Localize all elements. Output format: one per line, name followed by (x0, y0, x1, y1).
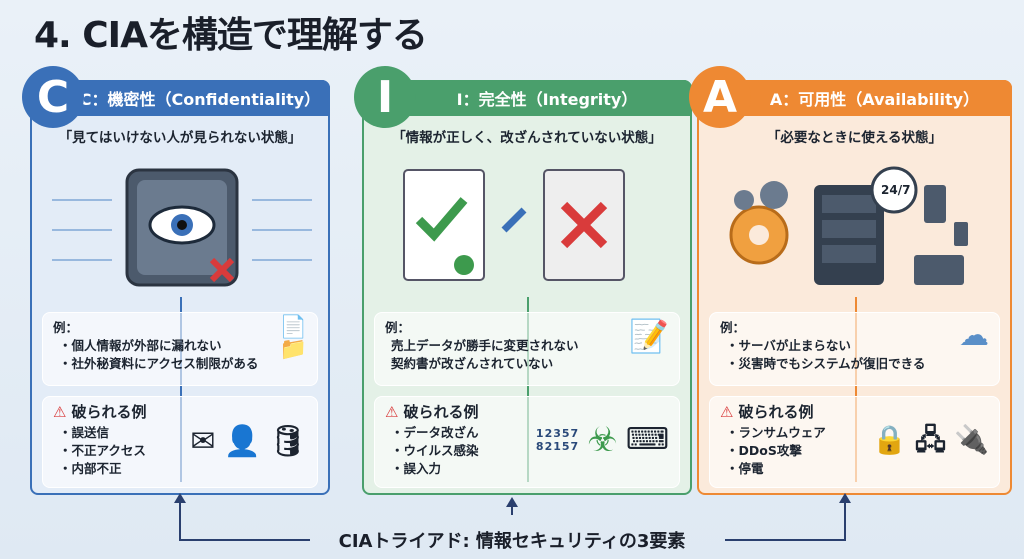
breach-item: ・誤入力 (391, 461, 442, 476)
breach-examples-box: ⚠破られる例 ・データ改ざん ・ウイルス感染 ・誤入力 12357 82157 … (374, 396, 680, 488)
letter-badge: A (689, 66, 751, 128)
examples-box: 例： ・サーバが止まらない ・災害時でもシステムが復旧できる ☁ (709, 312, 1000, 386)
examples-box: 例： 売上データが勝手に変更されない 契約書が改ざんされていない 📝 (374, 312, 680, 386)
example-item: 契約書が改ざんされていない (391, 356, 554, 371)
warning-icon: ⚠ (53, 403, 67, 421)
breach-item: ・不正アクセス (59, 443, 146, 458)
confidentiality-card: C：機密性（Confidentiality） C 「見てはいけない人が見られない… (22, 66, 330, 495)
breach-item: ・ランサムウェア (726, 425, 826, 440)
breach-label: 破られる例 (71, 403, 147, 421)
breach-item: ・誤送信 (59, 425, 110, 440)
examples-box: 例： ・個人情報が外部に漏れない ・社外秘資料にアクセス制限がある 📄 📁 (42, 312, 318, 386)
letter-badge: C (22, 66, 84, 128)
example-item: 売上データが勝手に変更されない (391, 338, 579, 353)
breach-examples-box: ⚠破られる例 ・ランサムウェア ・DDoS攻撃 ・停電 🔒 🖧 🔌 (709, 396, 1000, 488)
documents-illustration (364, 160, 690, 300)
contract-pen-icon: 📝 (629, 317, 669, 355)
breach-item: ・データ改ざん (391, 425, 479, 440)
breach-item: ・DDoS攻撃 (726, 443, 802, 458)
warning-icon: ⚠ (720, 403, 734, 421)
example-item: ・個人情報が外部に漏れない (59, 338, 222, 353)
server-gears-icon (729, 166, 968, 285)
breach-label: 破られる例 (738, 403, 814, 421)
card-title: C：機密性（Confidentiality） (79, 90, 321, 109)
locked-folder-icon: 📁 (279, 337, 307, 362)
breach-item: ・ウイルス感染 (391, 443, 479, 458)
connector-line (854, 297, 857, 482)
availability-card: A：可用性（Availability） A 「必要なときに使える状態」 24/7… (689, 66, 1012, 495)
hacker-icon: 👤 (223, 424, 261, 459)
database-hand-icon: 🛢 (268, 424, 307, 459)
warning-icon: ⚠ (385, 403, 399, 421)
breach-examples-box: ⚠破られる例 ・誤送信 ・不正アクセス ・内部不正 ✉ 👤 🛢 (42, 396, 318, 488)
document-compare-icon (403, 169, 625, 281)
breach-label: 破られる例 (403, 403, 479, 421)
connector-line (527, 297, 529, 482)
connector-line (180, 297, 182, 482)
clock-24-7-label: 24/7 (881, 183, 911, 197)
integrity-card: I：完全性（Integrity） I 「情報が正しく、改ざんされていない状態」 … (354, 66, 692, 495)
locked-document-icon: 📄 (279, 315, 307, 340)
card-header: I：完全性（Integrity） (362, 80, 692, 116)
card-quote: 「情報が正しく、改ざんされていない状態」 (392, 130, 662, 146)
ransomware-lock-icon: 🔒 (872, 423, 907, 456)
biohazard-icon: ☣ (587, 420, 618, 460)
keyboard-icon: ⌨ (625, 422, 669, 457)
number-text: 82157 (535, 440, 580, 453)
example-item: ・サーバが止まらない (726, 338, 851, 353)
breach-item: ・停電 (726, 461, 764, 476)
safe-eye-illustration (32, 160, 328, 300)
safe-icon (52, 168, 312, 287)
ddos-server-icon: 🖧 (914, 423, 947, 456)
example-item: ・社外秘資料にアクセス制限がある (59, 356, 259, 371)
server-illustration: 24/7 (699, 160, 1010, 300)
number-text: 12357 (535, 427, 580, 440)
examples-label: 例： (53, 320, 79, 335)
page-title: 4. CIAを構造で理解する (34, 15, 428, 56)
caption: CIAトライアド: 情報セキュリティの3要素 (338, 531, 686, 552)
example-item: ・災害時でもシステムが復旧できる (726, 356, 926, 371)
card-quote: 「必要なときに使える状態」 (766, 130, 943, 146)
card-title: I：完全性（Integrity） (456, 90, 638, 109)
cloud-restore-icon: ☁ (959, 318, 989, 353)
examples-label: 例： (720, 320, 746, 335)
power-plug-icon: 🔌 (954, 423, 989, 456)
examples-label: 例： (385, 320, 411, 335)
card-title: A：可用性（Availability） (769, 90, 980, 109)
breach-item: ・内部不正 (59, 461, 122, 476)
letter-badge: I (354, 66, 416, 128)
email-icon: ✉ (190, 424, 216, 459)
card-quote: 「見てはいけない人が見られない状態」 (58, 130, 302, 146)
tampered-numbers-icon: 12357 82157 (536, 427, 579, 453)
